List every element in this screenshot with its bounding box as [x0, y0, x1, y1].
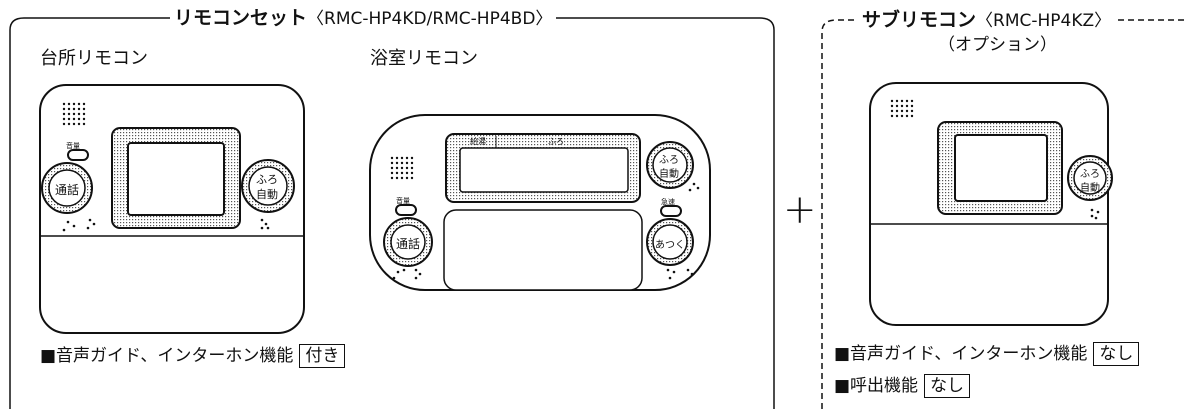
bath-remote-name: 浴室リモコン [370, 48, 478, 69]
sub-auto-label-1: ふろ [1080, 169, 1100, 180]
kitchen-auto-label-2: 自動 [256, 188, 278, 201]
sub-remote-option: （オプション） [938, 35, 1057, 55]
kitchen-remote-device [39, 84, 305, 334]
sub-speaker-icon [890, 99, 914, 118]
bath-display-label-left: 給湯 [470, 137, 486, 146]
sub-remote-title-text: サブリモコン [862, 9, 977, 31]
sub-call-label: ■呼出機能 [834, 376, 919, 396]
kitchen-remote-name: 台所リモコン [40, 48, 148, 69]
bath-auto-label-1: ふろ [659, 155, 679, 166]
main-feature-label: ■音声ガイド、インターホン機能 [40, 346, 294, 366]
bath-volume-button [395, 204, 417, 216]
sub-remote-title: サブリモコン〈RMC-HP4KZ〉 [858, 8, 1116, 33]
sub-call-value: なし [924, 374, 971, 398]
plus-sign: + [783, 187, 817, 233]
bath-speaker-icon [390, 156, 414, 180]
bath-fast-button [660, 205, 682, 217]
main-set-title: リモコンセット〈RMC-HP4KD/RMC-HP4BD〉 [170, 6, 557, 31]
sub-auto-label-2: 自動 [1080, 183, 1100, 194]
main-feature-row: ■音声ガイド、インターホン機能付き [40, 343, 346, 369]
bath-fast-label: 急速 [661, 198, 675, 206]
main-feature-value: 付き [299, 344, 346, 368]
bath-call-label: 通話 [396, 237, 421, 251]
sub-remote-device [869, 82, 1113, 326]
sub-call-row: ■呼出機能なし [834, 373, 971, 399]
kitchen-auto-label-1: ふろ [256, 173, 278, 186]
kitchen-volume-label: 音量 [66, 142, 80, 150]
sub-feature-value: なし [1093, 342, 1140, 366]
bath-display-label-right: ふろ [548, 137, 564, 146]
main-set-model: 〈RMC-HP4KD/RMC-HP4BD〉 [307, 9, 553, 29]
sub-remote-model: 〈RMC-HP4KZ〉 [976, 11, 1112, 31]
kitchen-volume-button [67, 149, 89, 161]
bath-remote-device [369, 114, 711, 291]
bath-lower-panel [443, 209, 643, 291]
sub-feature-label: ■音声ガイド、インターホン機能 [834, 344, 1088, 364]
kitchen-speaker-icon [62, 102, 86, 126]
sub-feature-row: ■音声ガイド、インターホン機能なし [834, 341, 1140, 367]
bath-hot-label: あつく [655, 240, 685, 251]
bath-auto-label-2: 自動 [659, 169, 679, 180]
kitchen-call-label: 通話 [55, 183, 80, 197]
bath-volume-label: 音量 [396, 197, 410, 205]
main-set-title-text: リモコンセット [174, 7, 308, 29]
